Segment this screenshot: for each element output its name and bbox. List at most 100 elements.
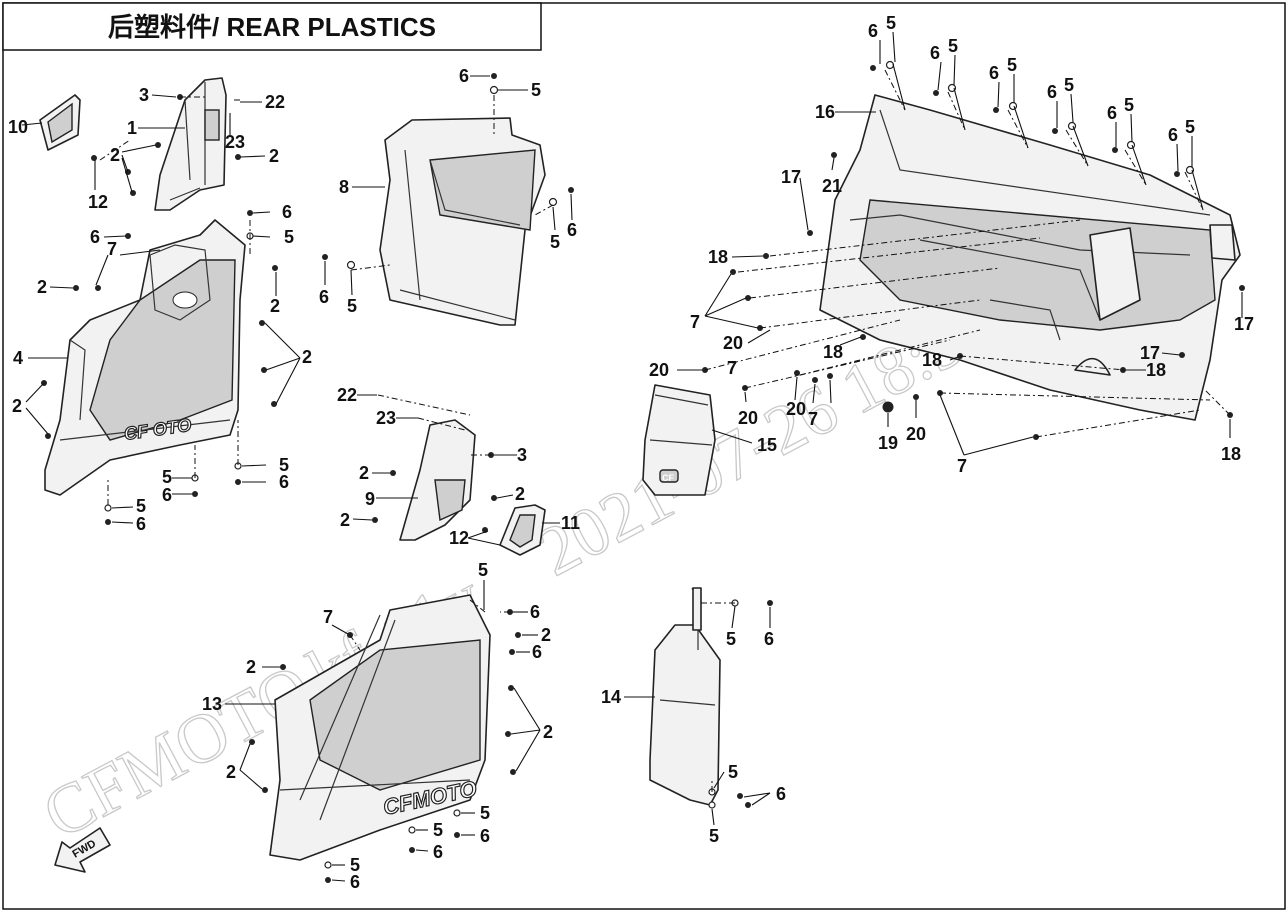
callout-label: 5 [550, 232, 560, 252]
callout-label: 5 [709, 826, 719, 846]
part-14-side-cover [649, 587, 721, 806]
leader-lines [21, 31, 1243, 882]
callout-label: 1 [127, 118, 137, 138]
callout-label: 23 [225, 132, 245, 152]
callout-label: 6 [350, 872, 360, 892]
callout-label: 6 [530, 602, 540, 622]
callout-label: 10 [8, 117, 28, 137]
callout-label: 14 [601, 687, 621, 707]
part-4-left-side-panel: CF OTO [44, 219, 246, 496]
callout-label: 5 [531, 80, 541, 100]
callout-label: 12 [449, 528, 469, 548]
callout-label: 2 [340, 510, 350, 530]
callout-label: 7 [727, 358, 737, 378]
callout-label: 16 [815, 102, 835, 122]
mud-guard-logo: CF [662, 473, 674, 483]
callout-label: 20 [738, 408, 758, 428]
callout-label: 6 [930, 43, 940, 63]
callout-label: 4 [13, 348, 23, 368]
callout-label: 11 [561, 513, 580, 533]
callout-label: 8 [339, 177, 349, 197]
callout-label: 18 [1221, 444, 1241, 464]
callout-label: 2 [12, 396, 22, 416]
callout-label: 17 [1234, 314, 1254, 334]
callout-label: 18 [922, 350, 942, 370]
callout-label: 7 [808, 409, 818, 429]
callout-label: 6 [319, 287, 329, 307]
callout-label: 7 [957, 456, 967, 476]
callout-label: 17 [1140, 343, 1160, 363]
callout-label: 21 [822, 176, 842, 196]
callout-label: 6 [989, 63, 999, 83]
callout-label: 5 [480, 803, 490, 823]
callout-labels: 10 12 3 1 2 23 22 2 6 7 2 6 5 2 4 2 2 5 … [8, 13, 1254, 892]
callout-label: 18 [708, 247, 728, 267]
part-16-rear-deck [819, 94, 1241, 421]
callout-label: 7 [690, 312, 700, 332]
callout-label: 6 [1107, 103, 1117, 123]
callout-label: 5 [350, 855, 360, 875]
callout-label: 19 [878, 433, 898, 453]
callout-label: 2 [226, 762, 236, 782]
callout-label: 5 [433, 820, 443, 840]
callout-label: 6 [868, 21, 878, 41]
callout-label: 7 [107, 239, 117, 259]
callout-label: 6 [764, 629, 774, 649]
alignment-lines [99, 69, 1231, 792]
callout-label: 5 [948, 36, 958, 56]
callout-label: 23 [376, 408, 396, 428]
part-15-mud-guard: CF [642, 384, 716, 496]
callout-label: 3 [517, 445, 527, 465]
callout-label: 5 [1185, 117, 1195, 137]
callout-label: 2 [515, 484, 525, 504]
callout-label: 5 [478, 560, 488, 580]
callout-label: 6 [459, 66, 469, 86]
part-13-fender: CFMOTO [269, 594, 491, 861]
callout-label: 5 [726, 629, 736, 649]
callout-label: 22 [337, 385, 357, 405]
fwd-arrow: FWD [54, 827, 111, 873]
callout-label: 5 [347, 296, 357, 316]
callout-label: 20 [723, 333, 743, 353]
part-10-vent-cover [39, 94, 81, 151]
callout-label: 5 [1007, 55, 1017, 75]
part-9-bracket [399, 419, 476, 541]
callout-label: 2 [110, 145, 120, 165]
part-8-rear-panel [379, 117, 546, 326]
callout-label: 20 [649, 360, 669, 380]
callout-label: 2 [543, 722, 553, 742]
part-11-vent-cover [499, 504, 546, 556]
callout-label: 2 [302, 347, 312, 367]
callout-label: 17 [781, 167, 801, 187]
callout-label: 6 [136, 514, 146, 534]
callout-label: 6 [1168, 125, 1178, 145]
callout-label: 6 [90, 227, 100, 247]
callout-label: 13 [202, 694, 222, 714]
callout-label: 6 [1047, 82, 1057, 102]
callout-label: 6 [532, 642, 542, 662]
callout-label: 2 [270, 296, 280, 316]
callout-label: 5 [284, 227, 294, 247]
callout-label: 5 [1064, 75, 1074, 95]
callout-label: 9 [365, 489, 375, 509]
callout-label: 6 [480, 826, 490, 846]
fasteners [41, 60, 1245, 883]
callout-label: 2 [246, 657, 256, 677]
callout-label: 7 [323, 607, 333, 627]
callout-label: 20 [786, 399, 806, 419]
part-1-bracket [154, 77, 227, 211]
callout-label: 5 [162, 467, 172, 487]
callout-label: 22 [265, 92, 285, 112]
callout-label: 12 [88, 192, 108, 212]
callout-label: 6 [433, 842, 443, 862]
callout-label: 5 [279, 455, 289, 475]
callout-label: 2 [37, 277, 47, 297]
callout-label: 5 [728, 762, 738, 782]
callout-label: 5 [886, 13, 896, 33]
callout-label: 5 [136, 496, 146, 516]
callout-label: 6 [162, 485, 172, 505]
callout-label: 15 [757, 435, 777, 455]
callout-label: 5 [1124, 95, 1134, 115]
page-title: 后塑料件/ REAR PLASTICS [108, 12, 436, 42]
